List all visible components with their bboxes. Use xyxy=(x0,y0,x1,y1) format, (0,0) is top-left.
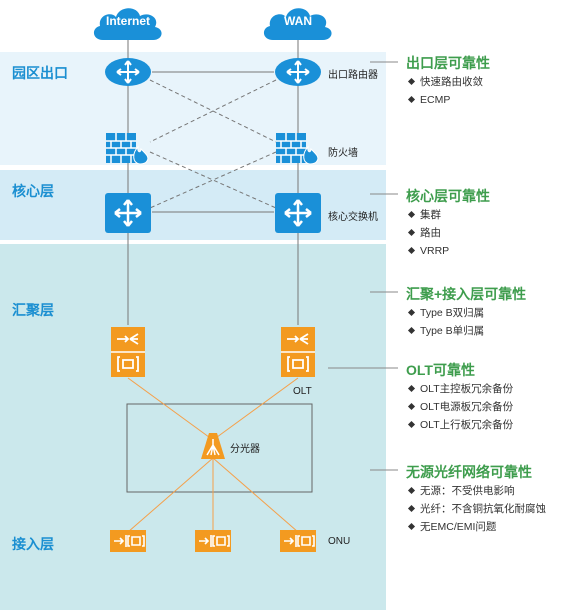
panel-item: 光纤：不含铜抗氧化耐腐蚀 xyxy=(407,500,546,518)
firewall-icon xyxy=(106,133,149,165)
cloud-label-internet: Internet xyxy=(105,14,150,28)
panel-title-pon: 无源光纤网络可靠性 xyxy=(406,464,532,480)
core-switch-icon xyxy=(105,193,151,233)
panel-item: ECMP xyxy=(407,91,483,109)
router-icon xyxy=(105,58,151,86)
link-cross-fw-core-1 xyxy=(149,151,277,209)
onu-icon xyxy=(195,530,231,552)
panel-title-olt: OLT可靠性 xyxy=(406,362,475,378)
zone-core xyxy=(0,170,386,240)
onu-icon xyxy=(110,530,146,552)
label-core-switch: 核心交换机 xyxy=(328,212,378,223)
onu-icon xyxy=(280,530,316,552)
panel-item: Type B双归属 xyxy=(407,304,484,322)
fiber-olt-right-splitter xyxy=(212,377,299,441)
router-icon xyxy=(275,58,321,86)
panel-list-agg-access: Type B双归属 Type B单归属 xyxy=(407,304,484,340)
panel-title-agg-access: 汇聚+接入层可靠性 xyxy=(406,286,527,302)
link-cross-router-fw-2 xyxy=(149,79,277,143)
olt-icon xyxy=(111,327,145,377)
panel-item: 无源：不受供电影响 xyxy=(407,482,546,500)
panel-list-core: 集群 路由 VRRP xyxy=(407,206,449,260)
panel-list-pon: 无源：不受供电影响 光纤：不含铜抗氧化耐腐蚀 无EMC/EMI问题 xyxy=(407,482,546,536)
zone-label-aggregation: 汇聚层 xyxy=(12,302,54,318)
panel-list-olt: OLT主控板冗余备份 OLT电源板冗余备份 OLT上行板冗余备份 xyxy=(407,380,513,434)
cloud-label-wan: WAN xyxy=(284,14,312,28)
zone-label-core: 核心层 xyxy=(12,183,54,199)
cloud-icon xyxy=(263,8,332,40)
fiber-olt-left-splitter xyxy=(127,377,214,441)
zone-label-egress: 园区出口 xyxy=(12,65,68,81)
panel-item: OLT主控板冗余备份 xyxy=(407,380,513,398)
cloud-icon xyxy=(93,8,162,40)
panel-item: 集群 xyxy=(407,206,449,224)
fiber-splitter-onu-left xyxy=(127,457,214,533)
panel-title-core: 核心层可靠性 xyxy=(406,188,490,204)
panel-title-egress: 出口层可靠性 xyxy=(406,55,490,71)
panel-item: VRRP xyxy=(407,242,449,260)
panel-item: 无EMC/EMI问题 xyxy=(407,518,546,536)
splitter-box xyxy=(126,403,313,493)
firewall-icon xyxy=(276,133,319,165)
panel-item: OLT上行板冗余备份 xyxy=(407,416,513,434)
splitter-icon xyxy=(201,433,225,459)
panel-item: OLT电源板冗余备份 xyxy=(407,398,513,416)
label-olt: OLT xyxy=(293,386,312,397)
core-switch-icon xyxy=(275,193,321,233)
olt-icon xyxy=(281,327,315,377)
zone-agg-access xyxy=(0,244,386,610)
label-egress-router: 出口路由器 xyxy=(328,70,378,81)
fiber-splitter-onu-right xyxy=(212,457,299,533)
link-cross-fw-core-2 xyxy=(149,151,277,209)
label-onu: ONU xyxy=(328,536,351,547)
panel-list-egress: 快速路由收敛 ECMP xyxy=(407,73,483,109)
label-firewall: 防火墙 xyxy=(328,148,358,159)
panel-item: 路由 xyxy=(407,224,449,242)
zone-label-access: 接入层 xyxy=(12,536,54,552)
zone-egress xyxy=(0,52,386,165)
panel-item: Type B单归属 xyxy=(407,322,484,340)
label-splitter: 分光器 xyxy=(230,444,260,455)
panel-item: 快速路由收敛 xyxy=(407,73,483,91)
